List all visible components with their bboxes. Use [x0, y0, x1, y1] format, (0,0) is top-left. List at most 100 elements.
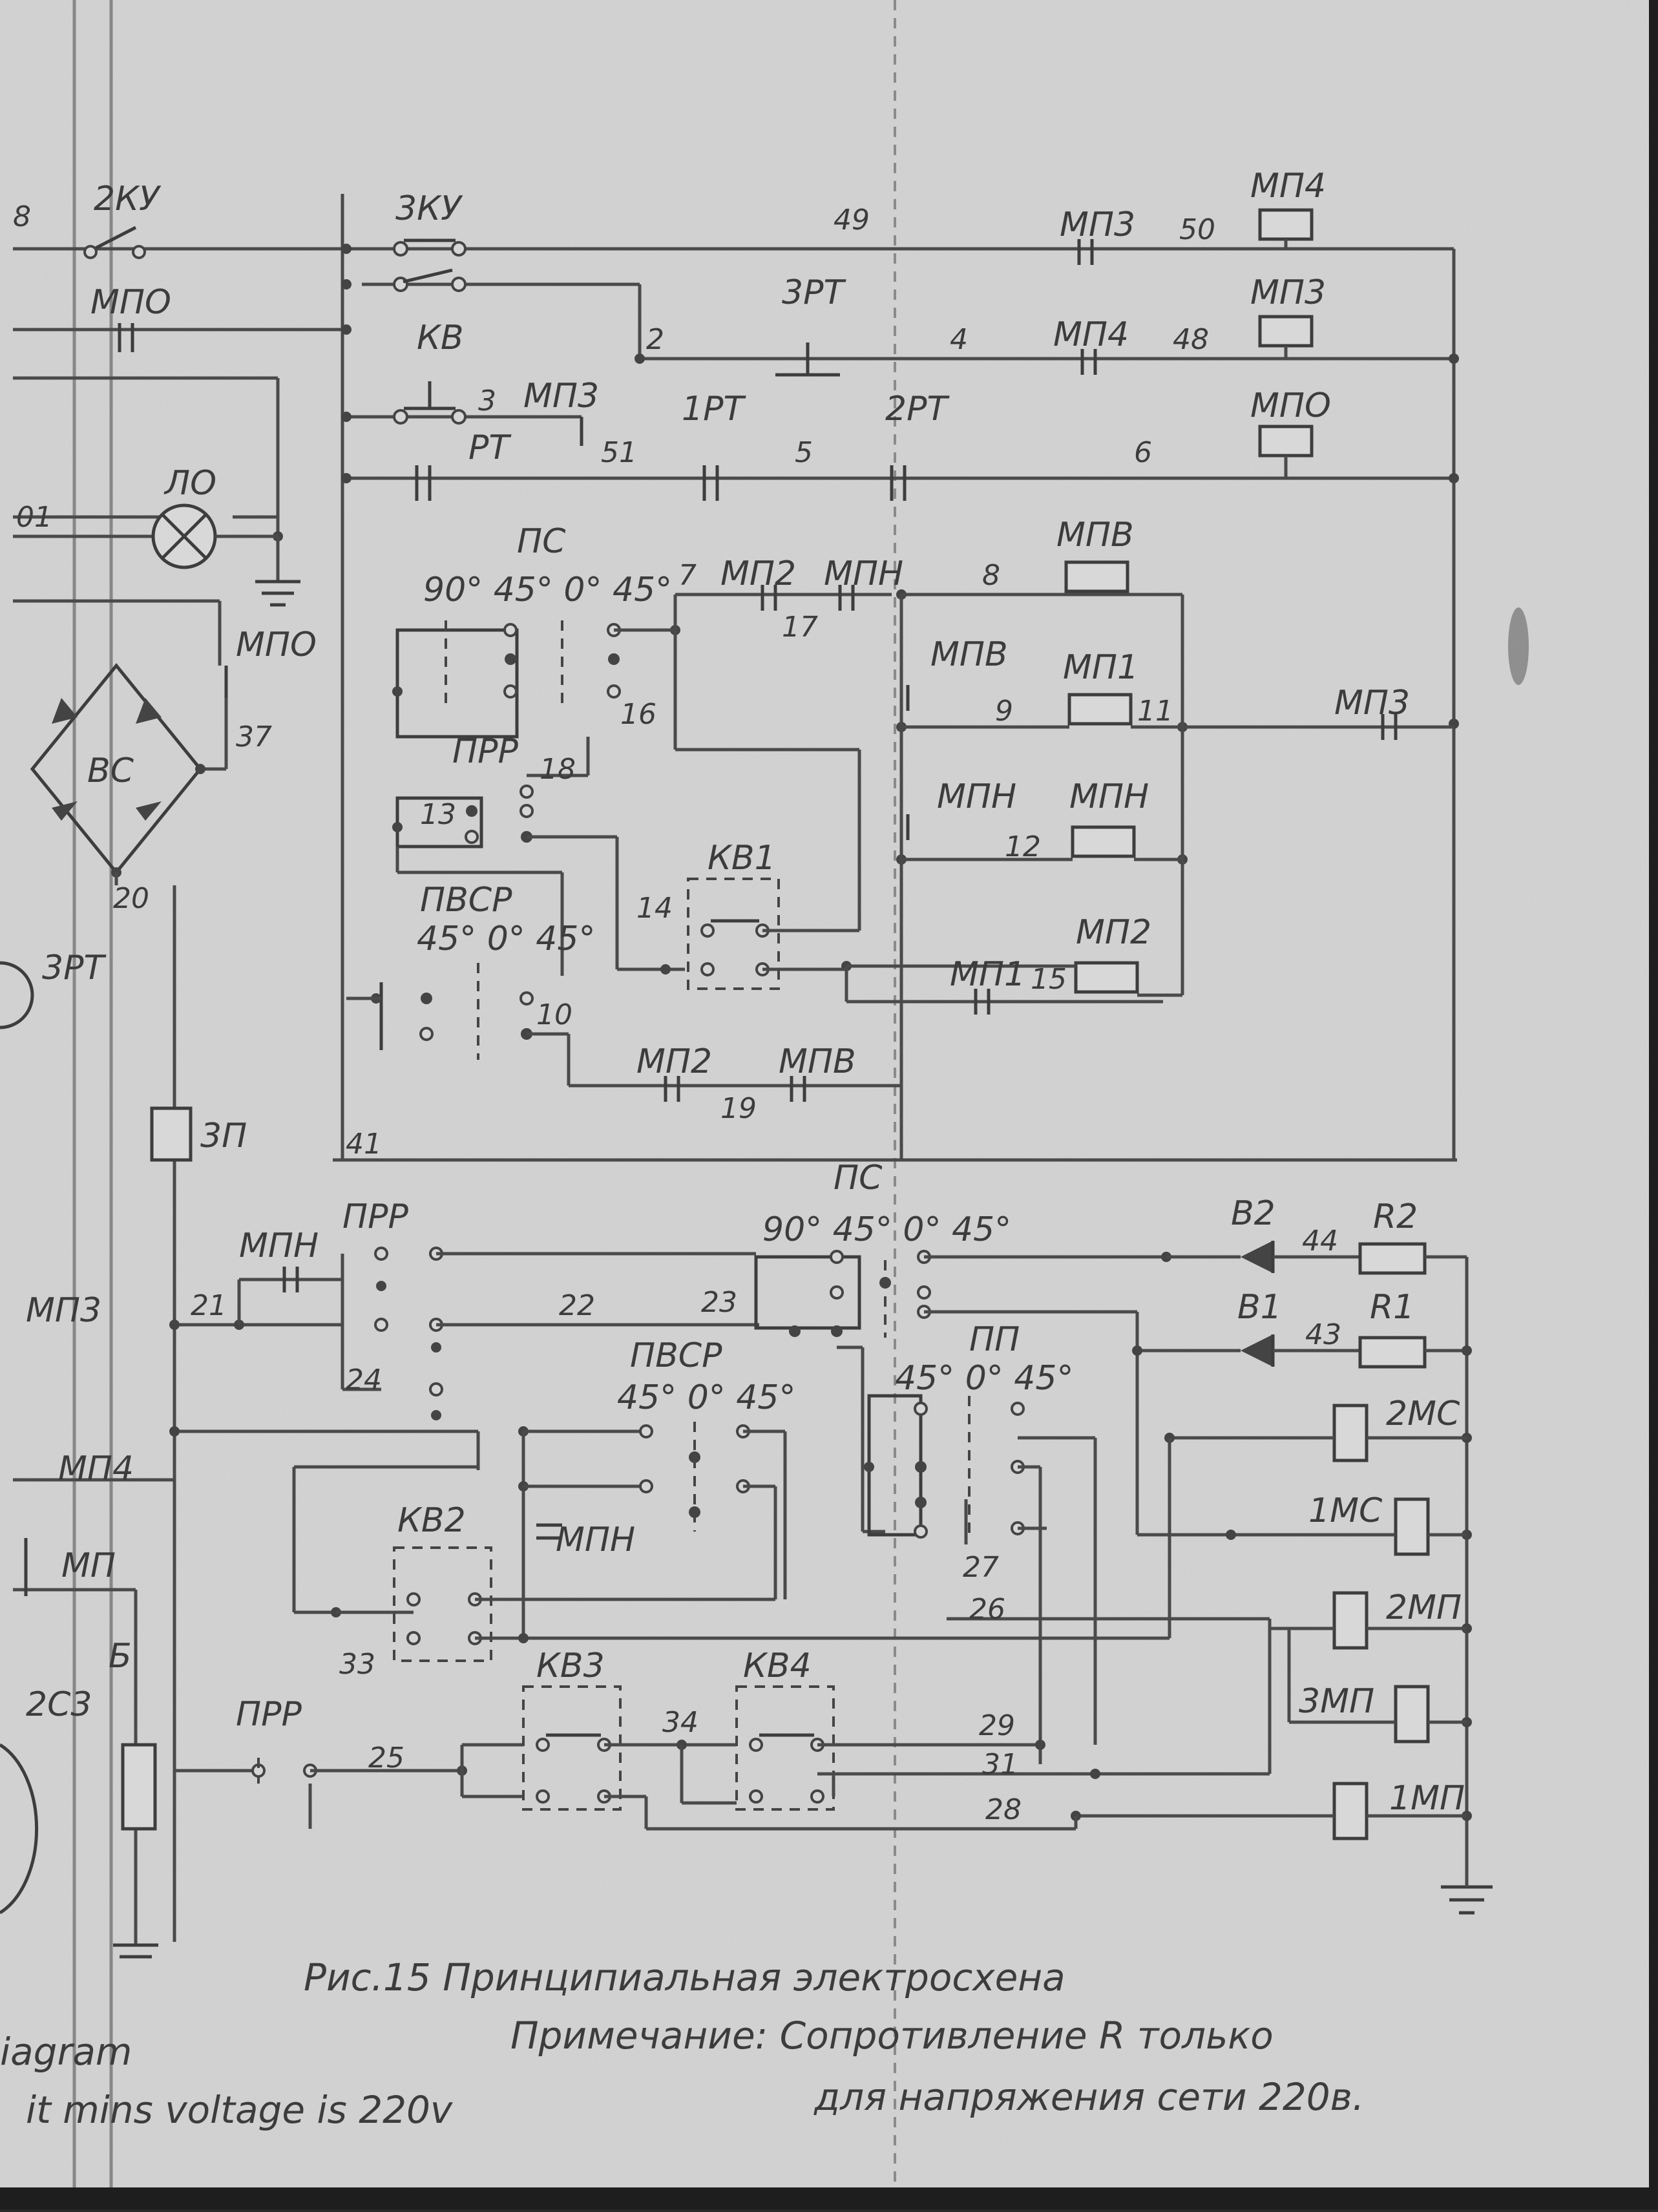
caption-block: Рис.15 Принципиальная электросхена Приме…	[0, 1955, 1364, 2132]
label-3mp: 3МП	[1299, 1682, 1374, 1721]
svg-text:17: 17	[782, 611, 818, 644]
svg-text:11: 11	[1137, 695, 1173, 728]
label-angles-pvsr-lower: 45° 0° 45°	[617, 1378, 795, 1417]
svg-text:14: 14	[636, 892, 673, 925]
label-angles-upper: 90° 45° 0° 45°	[423, 571, 672, 609]
svg-text:12: 12	[1005, 830, 1041, 863]
label-1mp: 1МП	[1389, 1779, 1465, 1818]
label-b2: В2	[1231, 1194, 1275, 1233]
label-mpv-contact: МПВ	[930, 635, 1008, 674]
svg-text:4: 4	[950, 323, 968, 356]
label-pvsr-lower: ПВСР	[630, 1336, 722, 1375]
svg-text:23: 23	[701, 1286, 737, 1319]
label-prr-lower: ПРР	[236, 1695, 302, 1734]
svg-text:16: 16	[620, 698, 656, 731]
label-mp2-coil: МП2	[1076, 913, 1151, 952]
svg-text:50: 50	[1179, 213, 1215, 246]
label-1ms: 1МС	[1308, 1491, 1383, 1530]
label-lo: ЛО	[163, 464, 216, 503]
svg-text:8: 8	[982, 559, 1000, 592]
label-kv3: КВ3	[536, 1647, 605, 1685]
svg-text:48: 48	[1173, 323, 1209, 356]
figure-note-continued: для напряжения сети 220в.	[813, 2075, 1364, 2119]
label-prr-mid: ПРР	[342, 1197, 408, 1236]
label-mpn-coil: МПН	[1069, 777, 1149, 816]
label-mp3-left: МП3	[26, 1291, 101, 1330]
label-kv4: КВ4	[743, 1647, 812, 1685]
label-angles-pp: 45° 0° 45°	[895, 1359, 1073, 1398]
figure-title: Рис.15 Принципиальная электросхена	[304, 1955, 1065, 1999]
label-mp3-contact-b: МП3	[523, 377, 599, 416]
label-kv2: КВ2	[397, 1501, 466, 1540]
svg-text:19: 19	[720, 1092, 757, 1125]
label-3ku: 3КУ	[395, 189, 463, 228]
label-3rt-switch: 3РТ	[782, 273, 846, 312]
label-1rt: 1РТ	[682, 390, 746, 428]
label-3rt-left: 3РТ	[42, 949, 107, 987]
label-mp3-contact-top: МП3	[1060, 205, 1135, 244]
svg-text:28: 28	[985, 1793, 1022, 1826]
label-angles-ps-lower: 90° 45° 0° 45°	[762, 1210, 1011, 1249]
label-2rt: 2РТ	[885, 390, 950, 428]
label-mp3-contact-d: МП3	[1334, 684, 1410, 722]
svg-text:49: 49	[834, 204, 870, 237]
svg-text:51: 51	[601, 436, 637, 469]
label-mpn-lower: МПН	[556, 1521, 635, 1559]
svg-text:20: 20	[113, 882, 149, 915]
label-mp2-contact-b: МП2	[636, 1042, 712, 1081]
figure-note: Примечание: Сопротивление R только	[510, 2014, 1274, 2058]
svg-text:26: 26	[969, 1593, 1005, 1626]
label-b-left: Б	[109, 1637, 132, 1676]
svg-text:01: 01	[16, 501, 52, 534]
label-mp1-coil: МП1	[1063, 648, 1139, 687]
svg-text:22: 22	[559, 1289, 595, 1322]
left-margin-elements	[0, 885, 193, 1959]
svg-text:34: 34	[662, 1706, 698, 1739]
svg-text:31: 31	[982, 1748, 1018, 1781]
label-mpn-left: МПН	[239, 1227, 319, 1265]
label-mp-left: МП	[61, 1546, 116, 1585]
svg-text:3: 3	[478, 384, 496, 417]
svg-text:10: 10	[536, 998, 572, 1031]
svg-text:25: 25	[368, 1742, 404, 1775]
svg-text:24: 24	[346, 1364, 382, 1396]
ink-smudge	[1508, 607, 1529, 685]
label-mpn-contact: МПН	[824, 554, 903, 593]
svg-text:41: 41	[346, 1128, 382, 1161]
label-mpo-top: МПО	[90, 283, 171, 322]
svg-text:13: 13	[420, 798, 456, 831]
upper-control-circuit	[13, 194, 1459, 1162]
label-bs: ВС	[87, 752, 134, 790]
margin-text-2: it mins voltage is 220v	[26, 2088, 454, 2132]
svg-text:21: 21	[191, 1289, 227, 1322]
svg-text:43: 43	[1305, 1318, 1341, 1351]
label-2ku: 2КУ	[94, 180, 162, 218]
svg-text:9: 9	[995, 695, 1013, 728]
lower-power-circuit	[169, 1241, 1493, 1915]
label-pvsr-upper: ПВСР	[420, 881, 512, 920]
label-mp4-left: МП4	[58, 1449, 134, 1488]
label-mpo-coil: МПО	[1250, 386, 1331, 425]
label-3p: 3П	[200, 1117, 247, 1155]
label-pp: ПП	[969, 1320, 1020, 1359]
label-angles-pvsr-upper: 45° 0° 45°	[417, 920, 595, 958]
label-r1: R1	[1370, 1288, 1414, 1327]
coil-column	[1076, 1404, 1467, 1840]
svg-text:44: 44	[1302, 1225, 1338, 1258]
label-mp1-contact: МП1	[950, 955, 1025, 994]
label-kv1: КВ1	[708, 839, 776, 878]
label-prr-upper: ПРР	[452, 732, 518, 771]
svg-text:5: 5	[795, 436, 813, 469]
label-mpo-left: МПО	[236, 626, 317, 664]
label-2mp: 2МП	[1386, 1588, 1462, 1627]
label-2s3: 2С3	[26, 1685, 92, 1724]
label-kv: КВ	[417, 319, 464, 357]
label-mpn-contact-c: МПН	[937, 777, 1016, 816]
svg-text:2: 2	[646, 323, 664, 356]
label-ps-lower: ПС	[834, 1159, 883, 1197]
wire-numbers: 8 49 50 2 4 48 3 51 5 6 01 7 17 8 16 9 1…	[13, 200, 1341, 1826]
label-b1: В1	[1237, 1288, 1282, 1327]
svg-text:27: 27	[963, 1551, 999, 1584]
